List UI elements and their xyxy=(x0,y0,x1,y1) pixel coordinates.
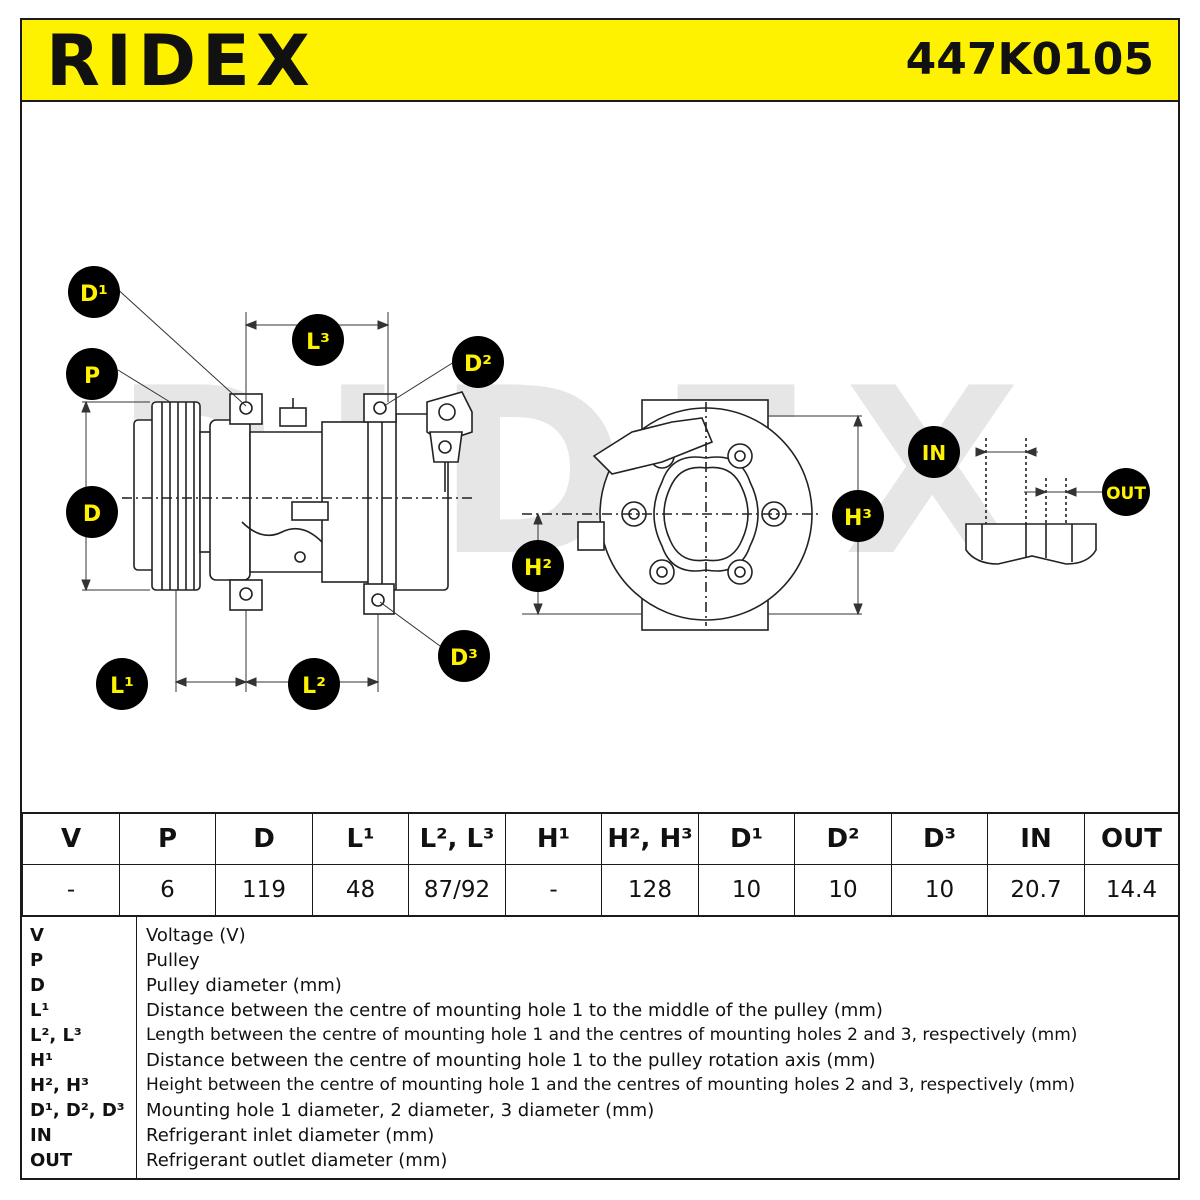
svg-text:H³: H³ xyxy=(844,506,872,531)
callout-p: P xyxy=(66,348,118,400)
callout-d2: D² xyxy=(452,336,504,388)
compressor-side-view xyxy=(122,391,473,615)
spec-header: D¹ xyxy=(698,812,795,865)
spec-header: L², L³ xyxy=(408,812,506,865)
spec-header: L¹ xyxy=(312,812,409,865)
spec-value: 10 xyxy=(794,864,892,916)
spec-value: 6 xyxy=(119,864,216,916)
legend-desc: Refrigerant inlet diameter (mm) xyxy=(146,1125,435,1146)
legend-row: H², H³ Height between the centre of moun… xyxy=(22,1073,1178,1098)
svg-text:D: D xyxy=(83,502,101,527)
specs-value-row: - 6 119 48 87/92 - 128 10 10 10 20.7 14.… xyxy=(22,864,1179,916)
spec-value: 10 xyxy=(698,864,795,916)
legend-row: L¹ Distance between the centre of mounti… xyxy=(22,998,1178,1023)
spec-header: D³ xyxy=(891,812,988,865)
legend-code: V xyxy=(30,925,44,946)
legend-row: H¹ Distance between the centre of mounti… xyxy=(22,1048,1178,1073)
legend-row: V Voltage (V) xyxy=(22,923,1178,948)
spec-value: 48 xyxy=(312,864,409,916)
drawing-svg: RIDEX xyxy=(66,266,1150,710)
legend-row: IN Refrigerant inlet diameter (mm) xyxy=(22,1123,1178,1148)
spec-header: OUT xyxy=(1084,812,1179,865)
legend: V Voltage (V) P Pulley D Pulley diameter… xyxy=(22,915,1178,1178)
svg-text:H²: H² xyxy=(524,556,552,581)
part-number: 447K0105 xyxy=(905,34,1154,85)
legend-desc: Mounting hole 1 diameter, 2 diameter, 3 … xyxy=(146,1100,655,1121)
svg-text:IN: IN xyxy=(922,441,946,465)
spec-value: - xyxy=(22,864,120,916)
legend-desc: Height between the centre of mounting ho… xyxy=(146,1075,1075,1095)
legend-desc: Distance between the centre of mounting … xyxy=(146,1050,876,1071)
legend-row: P Pulley xyxy=(22,948,1178,973)
spec-value: 20.7 xyxy=(987,864,1085,916)
specs-table: V P D L¹ L², L³ H¹ H², H³ D¹ D² D³ IN OU… xyxy=(22,812,1179,916)
callout-l1: L¹ xyxy=(96,658,148,710)
callout-l3: L³ xyxy=(292,314,344,366)
spec-value: 87/92 xyxy=(408,864,506,916)
spec-header: V xyxy=(22,812,120,865)
spec-value: 119 xyxy=(215,864,313,916)
svg-text:L²: L² xyxy=(302,674,326,699)
legend-code: P xyxy=(30,950,44,971)
svg-text:D²: D² xyxy=(464,352,492,377)
callout-l2: L² xyxy=(288,658,340,710)
technical-drawing: RIDEX xyxy=(22,102,1178,812)
legend-row: D Pulley diameter (mm) xyxy=(22,973,1178,998)
spec-header: P xyxy=(119,812,216,865)
callout-d: D xyxy=(66,486,118,538)
svg-text:L¹: L¹ xyxy=(110,674,134,699)
svg-text:P: P xyxy=(84,364,100,389)
legend-desc: Refrigerant outlet diameter (mm) xyxy=(146,1150,448,1171)
legend-code: L², L³ xyxy=(30,1025,82,1046)
datasheet-frame: RIDEX 447K0105 RIDEX xyxy=(20,18,1180,1180)
legend-row: D¹, D², D³ Mounting hole 1 diameter, 2 d… xyxy=(22,1098,1178,1123)
side-view-dimensions xyxy=(81,285,455,692)
spec-value: 128 xyxy=(601,864,699,916)
legend-desc: Length between the centre of mounting ho… xyxy=(146,1025,1078,1045)
legend-code: IN xyxy=(30,1125,52,1146)
port-dimensions xyxy=(975,447,1102,497)
spec-value: - xyxy=(505,864,602,916)
specs-header-row: V P D L¹ L², L³ H¹ H², H³ D¹ D² D³ IN OU… xyxy=(22,812,1179,865)
spec-header: IN xyxy=(987,812,1085,865)
legend-code: D xyxy=(30,975,45,996)
legend-row: OUT Refrigerant outlet diameter (mm) xyxy=(22,1148,1178,1173)
legend-row: L², L³ Length between the centre of moun… xyxy=(22,1023,1178,1048)
spec-header: D² xyxy=(794,812,892,865)
spec-header: D xyxy=(215,812,313,865)
legend-code: OUT xyxy=(30,1150,73,1171)
callout-in: IN xyxy=(908,426,960,478)
compressor-front-view xyxy=(522,399,822,631)
legend-desc: Pulley xyxy=(146,950,200,971)
legend-desc: Distance between the centre of mounting … xyxy=(146,1000,883,1021)
legend-code: H¹ xyxy=(30,1050,53,1071)
svg-text:D¹: D¹ xyxy=(80,282,108,307)
svg-text:L³: L³ xyxy=(306,330,330,355)
legend-divider xyxy=(136,917,137,1178)
callout-h2: H² xyxy=(512,540,564,592)
callout-d3: D³ xyxy=(438,630,490,682)
brand-logo: RIDEX xyxy=(46,20,316,102)
callout-d1: D¹ xyxy=(68,266,120,318)
legend-desc: Pulley diameter (mm) xyxy=(146,975,342,996)
spec-header: H², H³ xyxy=(601,812,699,865)
svg-text:D³: D³ xyxy=(450,646,478,671)
callout-h3: H³ xyxy=(832,490,884,542)
spec-value: 10 xyxy=(891,864,988,916)
legend-code: D¹, D², D³ xyxy=(30,1100,125,1121)
callout-out: OUT xyxy=(1102,468,1150,516)
header-bar: RIDEX 447K0105 xyxy=(22,20,1178,102)
spec-value: 14.4 xyxy=(1084,864,1179,916)
legend-desc: Voltage (V) xyxy=(146,925,246,946)
legend-code: L¹ xyxy=(30,1000,50,1021)
port-flange-view xyxy=(965,438,1097,565)
legend-code: H², H³ xyxy=(30,1075,90,1096)
svg-text:OUT: OUT xyxy=(1106,484,1146,504)
spec-header: H¹ xyxy=(505,812,602,865)
